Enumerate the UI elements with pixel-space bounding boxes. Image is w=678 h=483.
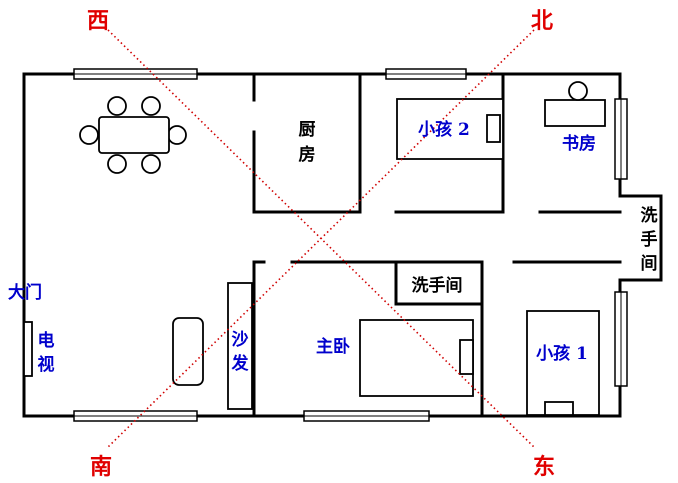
label-main-door: 大门 — [8, 282, 42, 303]
label-child2: 小孩 2 — [418, 119, 470, 140]
label-master-bedroom: 主卧 — [316, 336, 350, 357]
label-sofa-2: 发 — [231, 353, 250, 374]
coffee-table — [172, 317, 204, 386]
label-study: 书房 — [562, 133, 596, 154]
bed-child1 — [526, 310, 600, 416]
window-bottom-left — [73, 410, 198, 422]
bed-master — [359, 319, 474, 397]
label-tv-2: 视 — [38, 354, 55, 375]
label-tv-1: 电 — [38, 330, 55, 351]
tv-unit — [23, 321, 33, 377]
dining-table — [79, 96, 187, 174]
window-top-center — [385, 68, 467, 80]
direction-south: 南 — [90, 454, 112, 480]
label-bathroom-right-3: 间 — [641, 253, 658, 274]
study-desk — [544, 81, 606, 127]
label-bathroom-right-2: 手 — [641, 229, 658, 250]
label-bathroom-right-1: 洗 — [641, 205, 658, 226]
bathroom-annex — [618, 194, 663, 282]
label-bathroom-center: 洗手间 — [412, 275, 463, 296]
sofa-shape — [227, 282, 253, 410]
direction-west: 西 — [87, 8, 109, 34]
direction-axes — [106, 29, 536, 449]
window-child1-right — [614, 291, 628, 387]
window-bottom-center — [303, 410, 430, 422]
label-kitchen-1: 厨 — [299, 120, 316, 140]
label-sofa-1: 沙 — [232, 330, 249, 350]
window-top-left — [73, 68, 198, 80]
direction-east: 东 — [533, 454, 555, 480]
window-study-right — [614, 98, 628, 180]
direction-north: 北 — [531, 8, 553, 34]
label-child1: 小孩 1 — [536, 343, 588, 364]
bed-child2 — [396, 98, 504, 160]
label-kitchen-2: 房 — [299, 144, 316, 165]
